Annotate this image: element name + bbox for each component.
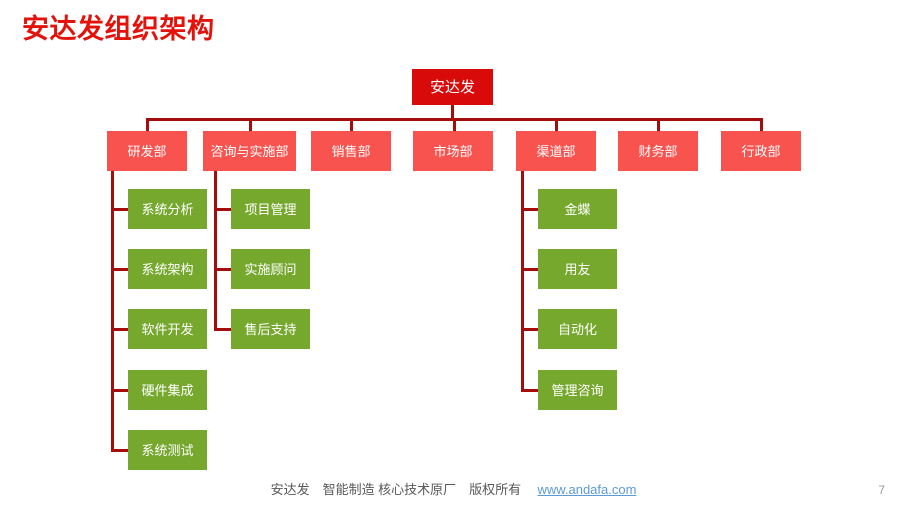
connector-drop-dept-3 — [350, 118, 353, 131]
connector-stub-channel-4 — [521, 389, 539, 392]
org-node-dept-channel-label: 渠道部 — [536, 143, 576, 159]
org-node-rd-child-3[interactable]: 软件开发 — [128, 309, 207, 349]
org-node-rd-child-1[interactable]: 系统分析 — [128, 189, 207, 229]
connector-stub-rd-2 — [111, 268, 129, 271]
page-number: 7 — [878, 483, 885, 497]
org-node-rd-child-3-label: 软件开发 — [141, 321, 194, 337]
org-node-channel-child-2[interactable]: 用友 — [538, 249, 617, 289]
connector-root-stem — [451, 105, 454, 120]
connector-drop-dept-7 — [760, 118, 763, 131]
org-node-channel-child-3[interactable]: 自动化 — [538, 309, 617, 349]
connector-stub-channel-1 — [521, 208, 539, 211]
connector-stub-rd-3 — [111, 328, 129, 331]
org-node-dept-marketing[interactable]: 市场部 — [413, 131, 493, 171]
org-node-dept-rd-label: 研发部 — [127, 143, 167, 159]
org-node-dept-consulting-label: 咨询与实施部 — [210, 143, 289, 159]
org-node-consulting-child-1-label: 项目管理 — [244, 201, 297, 217]
org-node-rd-child-4-label: 硬件集成 — [141, 382, 194, 398]
page-title: 安达发组织架构 — [22, 14, 215, 44]
connector-drop-dept-6 — [657, 118, 660, 131]
org-node-rd-child-1-label: 系统分析 — [141, 201, 194, 217]
org-node-rd-child-4[interactable]: 硬件集成 — [128, 370, 207, 410]
org-node-dept-sales[interactable]: 销售部 — [311, 131, 391, 171]
org-node-channel-child-2-label: 用友 — [564, 261, 591, 277]
connector-stub-channel-3 — [521, 328, 539, 331]
connector-stub-consulting-1 — [214, 208, 232, 211]
org-node-dept-channel[interactable]: 渠道部 — [516, 131, 596, 171]
org-node-channel-child-4[interactable]: 管理咨询 — [538, 370, 617, 410]
org-node-channel-child-3-label: 自动化 — [557, 321, 597, 337]
connector-rail-channel — [521, 171, 524, 392]
org-node-root-label: 安达发 — [429, 78, 475, 96]
org-node-dept-admin[interactable]: 行政部 — [721, 131, 801, 171]
org-node-dept-sales-label: 销售部 — [331, 143, 371, 159]
connector-stub-rd-5 — [111, 449, 129, 452]
org-node-channel-child-1-label: 金蝶 — [564, 201, 591, 217]
connector-stub-consulting-2 — [214, 268, 232, 271]
org-node-dept-rd[interactable]: 研发部 — [107, 131, 187, 171]
footer-text: 安达发 智能制造 核心技术原厂 版权所有 — [270, 482, 522, 497]
org-node-rd-child-5[interactable]: 系统测试 — [128, 430, 207, 470]
org-node-channel-child-1[interactable]: 金蝶 — [538, 189, 617, 229]
footer: 安达发 智能制造 核心技术原厂 版权所有 www.andafa.com — [0, 481, 907, 499]
connector-stub-rd-4 — [111, 389, 129, 392]
org-node-dept-marketing-label: 市场部 — [433, 143, 473, 159]
org-node-rd-child-2-label: 系统架构 — [141, 261, 194, 277]
org-node-channel-child-4-label: 管理咨询 — [551, 382, 604, 398]
footer-website-link[interactable]: www.andafa.com — [537, 482, 637, 497]
org-node-dept-consulting[interactable]: 咨询与实施部 — [203, 131, 296, 171]
org-node-root[interactable]: 安达发 — [412, 69, 493, 105]
org-node-consulting-child-2[interactable]: 实施顾问 — [231, 249, 310, 289]
connector-rail-consulting — [214, 171, 217, 331]
connector-stub-channel-2 — [521, 268, 539, 271]
org-node-consulting-child-3-label: 售后支持 — [244, 321, 297, 337]
connector-stub-consulting-3 — [214, 328, 232, 331]
connector-drop-dept-2 — [249, 118, 252, 131]
connector-stub-rd-1 — [111, 208, 129, 211]
connector-drop-dept-1 — [146, 118, 149, 131]
org-node-dept-admin-label: 行政部 — [741, 143, 781, 159]
org-node-dept-finance-label: 财务部 — [638, 143, 678, 159]
org-node-dept-finance[interactable]: 财务部 — [618, 131, 698, 171]
org-node-consulting-child-2-label: 实施顾问 — [244, 261, 297, 277]
org-node-rd-child-2[interactable]: 系统架构 — [128, 249, 207, 289]
connector-drop-dept-4 — [453, 118, 456, 131]
connector-rail-rd — [111, 171, 114, 452]
connector-drop-dept-5 — [555, 118, 558, 131]
org-node-rd-child-5-label: 系统测试 — [141, 442, 194, 458]
org-node-consulting-child-3[interactable]: 售后支持 — [231, 309, 310, 349]
org-node-consulting-child-1[interactable]: 项目管理 — [231, 189, 310, 229]
